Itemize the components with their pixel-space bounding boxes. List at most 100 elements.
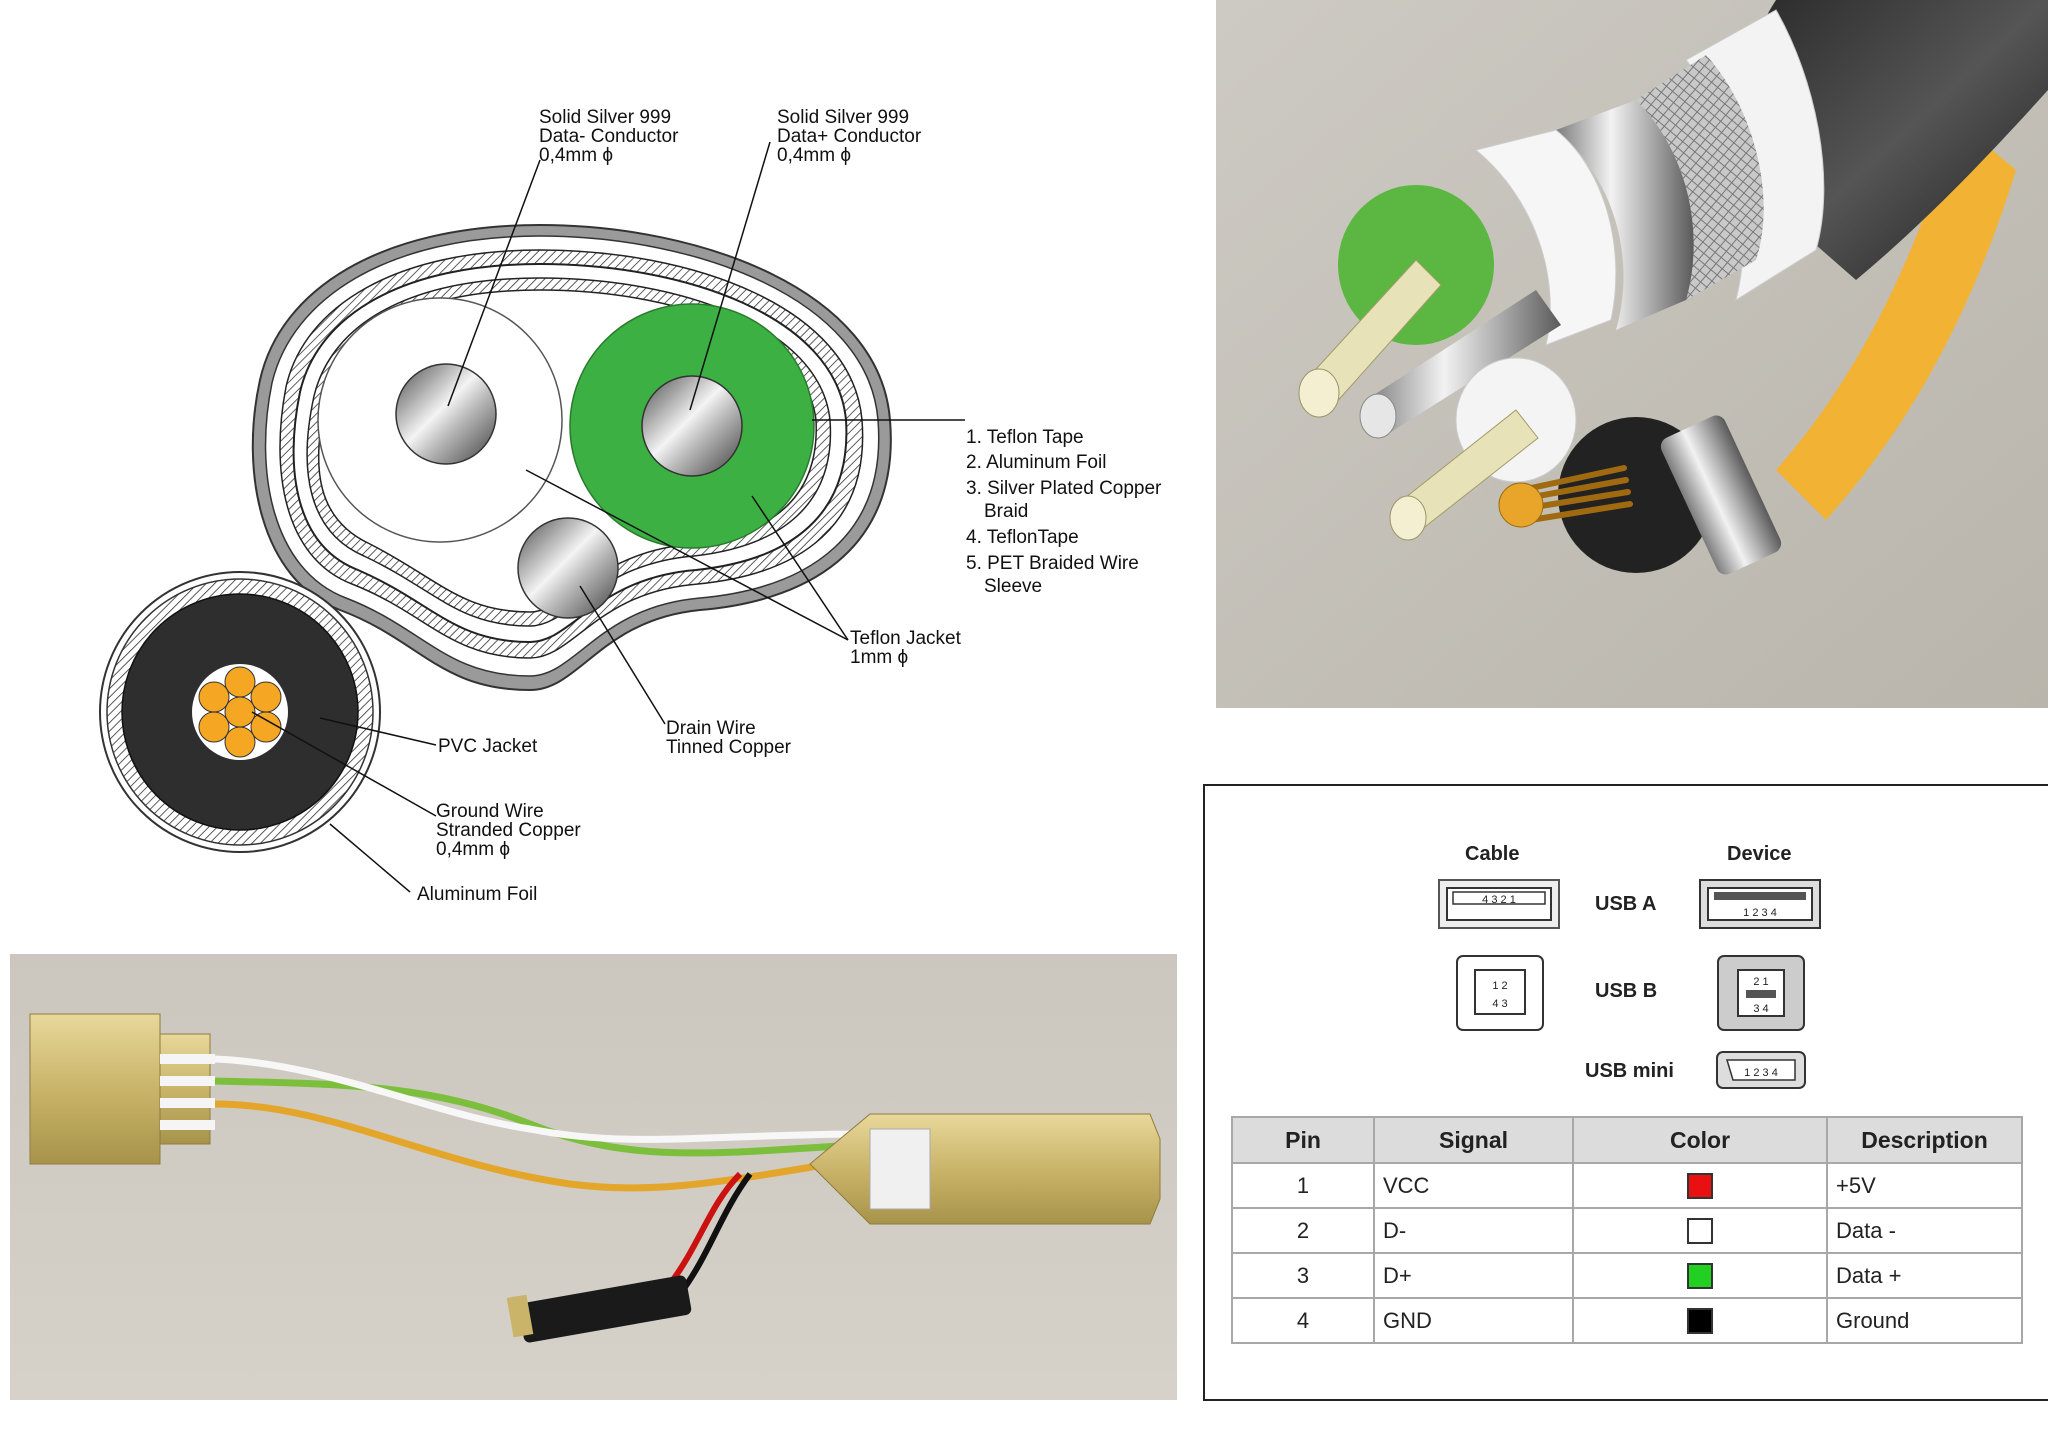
usb-b-cable-pins-bottom: 4 3 <box>1492 998 1507 1010</box>
usb-a-plug <box>29 1013 161 1165</box>
cable-end-render-svg <box>1216 0 2048 708</box>
table-row: 1 VCC +5V <box>1231 1162 2023 1209</box>
usb-a-cable-icon: 4 3 2 1 <box>1438 879 1560 929</box>
pinout-table-header: Pin Signal Color Description <box>1231 1116 2023 1164</box>
leader-lines <box>251 141 965 893</box>
usb-b-label: USB B <box>1595 980 1658 1002</box>
table-row: 4 GND Ground <box>1231 1297 2023 1344</box>
usb-mini-icon: 1 2 3 4 <box>1716 1051 1806 1089</box>
inner-white-tape <box>1474 129 1617 346</box>
pin-color <box>1572 1297 1828 1344</box>
usb-b-cable-icon: 1 2 4 3 <box>1456 955 1544 1031</box>
label-ground-wire-3: 0,4mm ϕ <box>436 839 510 860</box>
green-wire <box>214 1077 871 1157</box>
color-swatch <box>1687 1263 1713 1290</box>
label-teflon-jacket-1: Teflon Jacket <box>850 628 962 649</box>
color-swatch <box>1687 1308 1713 1335</box>
cross-section-svg: Solid Silver 999 Data- Conductor 0,4mm ϕ… <box>99 107 1162 905</box>
label-layer-1: 1. Teflon Tape <box>966 427 1084 448</box>
usb-pinout-panel: Cable Device USB A USB B USB mini 4 3 2 … <box>1203 784 2048 1401</box>
cable-assembly-svg <box>10 954 1177 1400</box>
aluminum-foil-render <box>1556 100 1694 330</box>
pin-color <box>1572 1207 1828 1254</box>
main-usb-cable-section <box>251 223 892 692</box>
col-device-header: Device <box>1727 843 1792 865</box>
label-layer-5b: Sleeve <box>984 576 1042 597</box>
usb-b-device-pins-bottom: 3 4 <box>1753 1003 1768 1015</box>
label-data-minus-3: 0,4mm ϕ <box>539 145 613 166</box>
usb-a-device-pin-numbers: 1 2 3 4 <box>1743 907 1777 919</box>
pinout-table: Pin Signal Color Description 1 VCC +5V 2… <box>1231 1116 2023 1344</box>
pin-number: 4 <box>1231 1297 1375 1344</box>
copper-strand-bundle <box>1498 482 1544 528</box>
header-signal: Signal <box>1373 1116 1574 1164</box>
label-layer-3b: Braid <box>984 501 1028 522</box>
pin-description: Ground <box>1826 1297 2023 1344</box>
label-layer-4: 4. TeflonTape <box>966 527 1079 548</box>
color-swatch <box>1687 1173 1713 1200</box>
ground-strands <box>198 666 282 758</box>
usb-a-device-icon: 1 2 3 4 <box>1699 879 1821 929</box>
data-minus-conductor <box>395 363 497 465</box>
label-drain-wire-1: Drain Wire <box>666 718 756 739</box>
dc-jack <box>518 1275 692 1343</box>
pin-signal: GND <box>1373 1297 1574 1344</box>
pin-color <box>1572 1252 1828 1299</box>
pin-number: 2 <box>1231 1207 1375 1254</box>
pin-description: +5V <box>1826 1162 2023 1209</box>
data-plus-tip <box>1298 368 1340 418</box>
label-aluminum-foil: Aluminum Foil <box>417 884 537 905</box>
yellow-ground-cable <box>1776 120 2016 520</box>
label-layer-2: 2. Aluminum Foil <box>966 452 1106 473</box>
label-layer-3: 3. Silver Plated Copper <box>966 478 1162 499</box>
color-swatch <box>1687 1218 1713 1245</box>
black-wire <box>677 1172 753 1296</box>
label-data-minus-2: Data- Conductor <box>539 126 679 147</box>
usb-b-pin-block <box>869 1128 931 1210</box>
white-wire <box>214 1055 871 1143</box>
cable-cross-section-diagram: Solid Silver 999 Data- Conductor 0,4mm ϕ… <box>0 0 1210 950</box>
label-layer-5: 5. PET Braided Wire <box>966 553 1139 574</box>
ground-cable-section <box>99 571 381 853</box>
dc-jack-tip <box>506 1294 534 1338</box>
usb-b-device-pins-top: 2 1 <box>1753 976 1768 988</box>
usb-b-device-icon: 2 1 3 4 <box>1717 955 1805 1031</box>
silver-braid <box>1636 55 1764 300</box>
header-color: Color <box>1572 1116 1828 1164</box>
drain-wire-render <box>1366 290 1561 432</box>
usb-mini-pin-numbers: 1 2 3 4 <box>1744 1067 1778 1079</box>
pin-number: 1 <box>1231 1162 1375 1209</box>
table-row: 2 D- Data - <box>1231 1207 2023 1254</box>
data-plus-conductor <box>641 375 743 477</box>
label-data-plus-3: 0,4mm ϕ <box>777 145 851 166</box>
cable-end-render <box>1216 0 2048 708</box>
usb-a-pins <box>160 1054 215 1130</box>
usb-a-cable-pin-numbers: 4 3 2 1 <box>1482 894 1516 906</box>
col-cable-header: Cable <box>1465 843 1520 865</box>
pin-signal: D+ <box>1373 1252 1574 1299</box>
label-teflon-jacket-2: 1mm ϕ <box>850 647 908 668</box>
pin-number: 3 <box>1231 1252 1375 1299</box>
label-ground-wire-2: Stranded Copper <box>436 820 581 841</box>
usb-b-housing <box>809 1113 1161 1225</box>
label-pvc-jacket: PVC Jacket <box>438 736 538 757</box>
red-wire <box>667 1171 743 1286</box>
cable-assembly-render <box>10 954 1177 1400</box>
table-row: 3 D+ Data + <box>1231 1252 2023 1299</box>
drain-tip <box>1359 393 1397 439</box>
label-data-plus-2: Data+ Conductor <box>777 126 922 147</box>
drain-wire <box>517 517 619 619</box>
pin-description: Data - <box>1826 1207 2023 1254</box>
usb-b-cable-pins-top: 1 2 <box>1492 980 1507 992</box>
pin-signal: VCC <box>1373 1162 1574 1209</box>
pin-description: Data + <box>1826 1252 2023 1299</box>
label-data-minus-1: Solid Silver 999 <box>539 107 671 128</box>
yellow-wire <box>214 1100 831 1192</box>
label-ground-wire-1: Ground Wire <box>436 801 544 822</box>
label-drain-wire-2: Tinned Copper <box>666 737 792 758</box>
usb-a-label: USB A <box>1595 893 1657 915</box>
label-data-plus-1: Solid Silver 999 <box>777 107 909 128</box>
pin-signal: D- <box>1373 1207 1574 1254</box>
header-description: Description <box>1826 1116 2023 1164</box>
header-pin: Pin <box>1231 1116 1375 1164</box>
